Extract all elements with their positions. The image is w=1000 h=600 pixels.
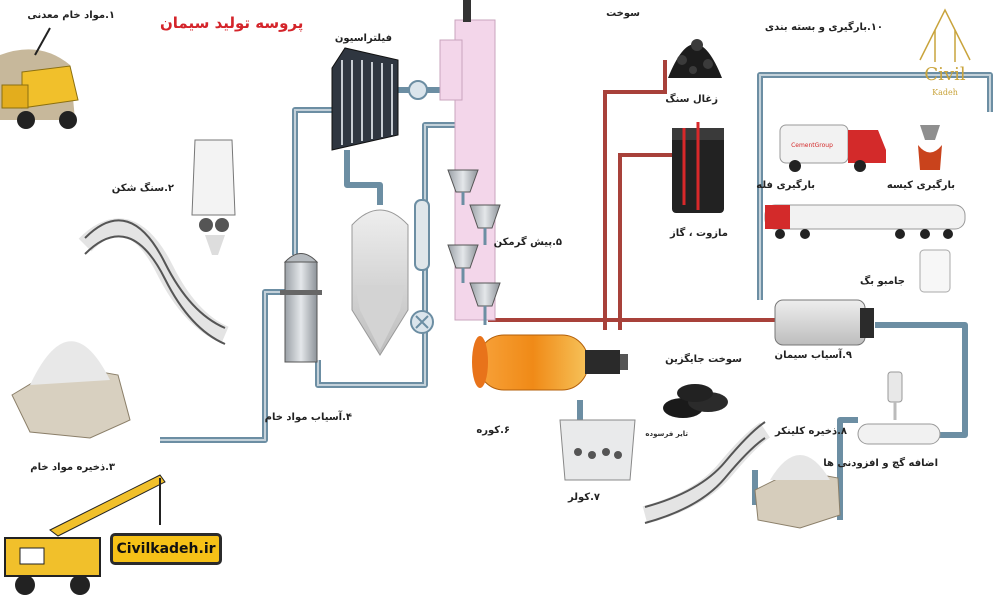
pipe-cement-mill-gypsum bbox=[875, 322, 968, 438]
trailer-truck bbox=[764, 204, 966, 239]
truck-text: CementGroup bbox=[791, 142, 833, 149]
label-clinker-storage: ۸.ذخیره کلینکر bbox=[774, 426, 847, 437]
sign-text: Civilkadeh.ir bbox=[116, 541, 216, 557]
raw-storage bbox=[11, 341, 131, 439]
logo-sub: Kadeh bbox=[932, 88, 958, 97]
pipe-gypsum-storage bbox=[837, 417, 858, 520]
dump-truck bbox=[0, 27, 79, 129]
preheater-tower bbox=[439, 0, 501, 325]
fuel-line-oil-gas bbox=[618, 153, 675, 330]
cyclone-3 bbox=[447, 244, 479, 269]
label-raw-material: ۱.مواد خام معدنی bbox=[27, 10, 115, 21]
label-cooler: ۷.کولر bbox=[568, 492, 600, 503]
clinker-cooler bbox=[559, 419, 636, 481]
cyclone-1 bbox=[447, 169, 479, 193]
label-bulk-loading: بارگیری فله bbox=[756, 180, 815, 191]
label-jumbo-bag: جامبو بگ bbox=[860, 276, 905, 287]
label-loading-packing: ۱۰.بارگیری و بسته بندی bbox=[764, 22, 883, 33]
label-coal: زغال سنگ bbox=[665, 94, 718, 105]
conveyor-raw bbox=[78, 218, 229, 345]
clinker-storage bbox=[754, 455, 841, 529]
label-alt-fuel: سوخت جایگزین bbox=[665, 354, 742, 365]
conveyor-clinker bbox=[642, 421, 771, 524]
label-cement-mill: ۹.آسیاب سیمان bbox=[774, 350, 852, 361]
label-raw-mill: ۴.آسیاب مواد خام bbox=[264, 412, 352, 423]
coal-pile bbox=[668, 39, 722, 78]
bulk-truck bbox=[779, 124, 886, 172]
label-filter: فیلتراسیون bbox=[334, 33, 392, 44]
website-sign: Civilkadeh.ir bbox=[110, 533, 222, 565]
cyclone-4 bbox=[469, 282, 501, 307]
separator bbox=[410, 199, 434, 334]
fuel-lines bbox=[488, 60, 800, 330]
label-oil-gas: مازوت ، گاز bbox=[669, 228, 728, 239]
cyclone-2 bbox=[469, 204, 501, 229]
filter-unit bbox=[331, 47, 428, 151]
pipe-mill-to-filter bbox=[292, 107, 335, 255]
raw-mill bbox=[280, 253, 322, 363]
crane-truck bbox=[4, 474, 166, 595]
label-bag-loading: بارگیری کیسه bbox=[886, 180, 955, 191]
label-worn-tires: تایر فرسوده bbox=[645, 430, 688, 438]
label-gypsum: اضافه گچ و افزودنی ها bbox=[823, 458, 938, 469]
cement-mill bbox=[774, 299, 874, 346]
label-crusher: ۲.سنگ شکن bbox=[111, 183, 174, 194]
label-fuel: سوخت bbox=[606, 8, 640, 19]
stack-chimney bbox=[463, 0, 471, 22]
fan-icon bbox=[408, 80, 428, 100]
kiln-body bbox=[477, 334, 589, 391]
oil-gas-tank bbox=[672, 122, 724, 213]
jumbo-bag bbox=[919, 249, 951, 293]
logo-name: Civil bbox=[924, 64, 965, 85]
label-kiln: ۶.کوره bbox=[476, 425, 510, 436]
bag-loader bbox=[918, 125, 942, 170]
civilkadeh-logo bbox=[919, 8, 971, 62]
pointer-line bbox=[34, 27, 51, 56]
fuel-line-coal bbox=[603, 60, 667, 330]
gypsum-additives bbox=[857, 371, 941, 445]
page-title: پروسه تولید سیمان bbox=[160, 14, 304, 32]
silo bbox=[351, 209, 409, 356]
pipe-filter-to-silo bbox=[344, 150, 383, 205]
crusher bbox=[191, 139, 236, 255]
label-raw-storage: ۳.ذخیره مواد خام bbox=[30, 462, 115, 473]
label-preheater: ۵.پیش گرمکن bbox=[493, 237, 562, 248]
kiln-burner bbox=[585, 350, 620, 374]
tire-pile bbox=[663, 384, 728, 418]
rotary-kiln bbox=[472, 334, 628, 391]
